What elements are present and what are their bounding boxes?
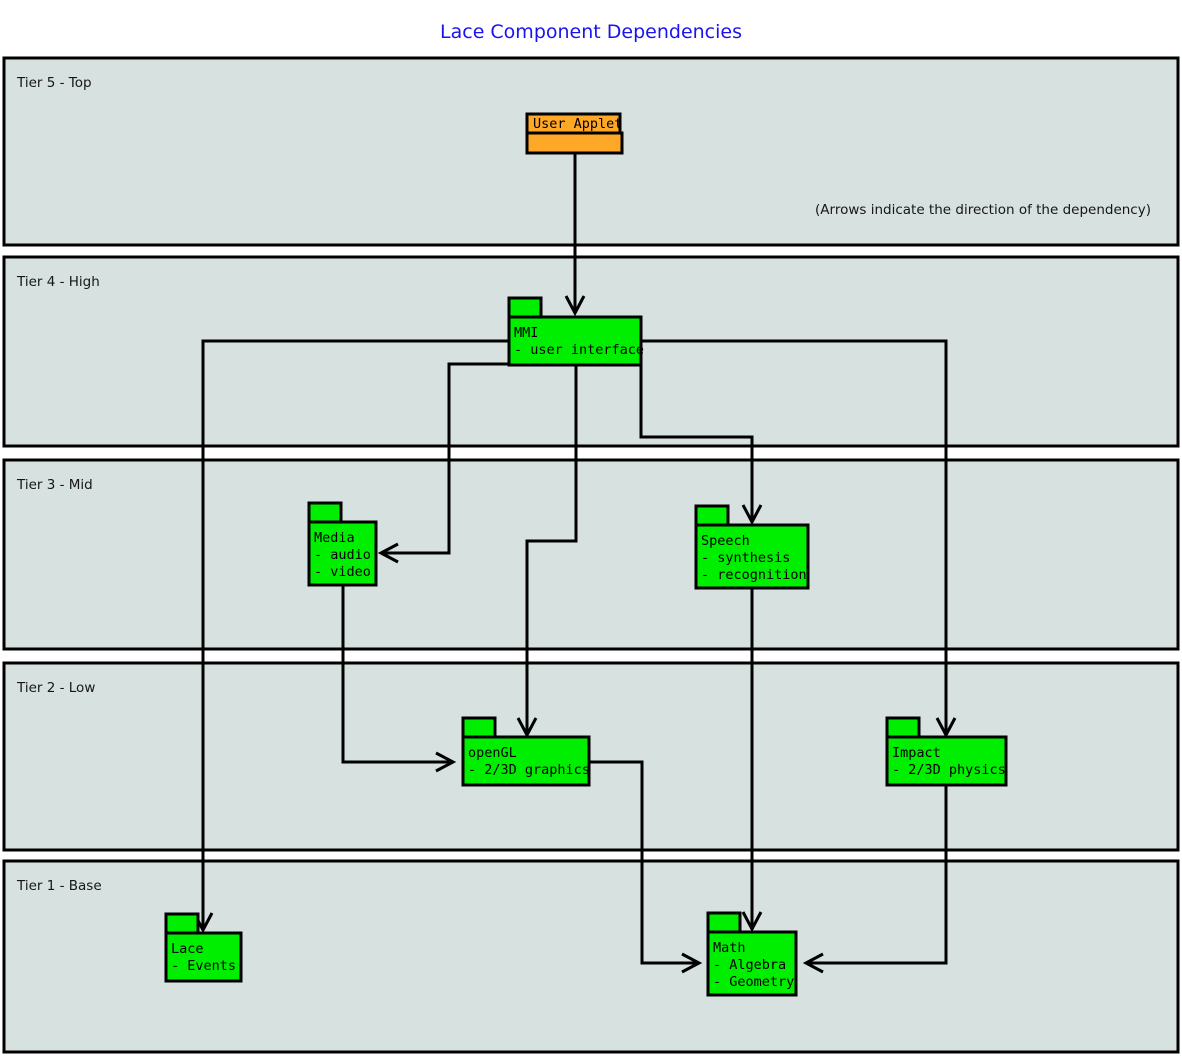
package-body (461, 735, 591, 787)
package-user-applet[interactable]: User Applet (525, 112, 624, 155)
package-body (706, 930, 798, 997)
package-detail-label: - 2/3D physics (892, 762, 1006, 778)
package-math[interactable]: Math- Algebra- Geometry (706, 911, 798, 997)
dependency-line (589, 760, 696, 965)
tier-label: Tier 5 - Top (16, 75, 92, 91)
dependency-line (341, 585, 450, 764)
package-tab (164, 912, 200, 936)
package-opengl[interactable]: openGL- 2/3D graphics (461, 716, 591, 787)
dependency-arrowhead-icon (741, 504, 763, 526)
package-body (525, 131, 624, 155)
package-detail-label: - Algebra (713, 957, 786, 973)
page-title: Lace Component Dependencies (440, 21, 742, 43)
dependency-line (639, 365, 754, 519)
dependency-arrowhead-icon (435, 751, 457, 773)
package-body (307, 520, 378, 587)
tier-container-tier4: Tier 4 - High (2, 255, 1180, 448)
package-body (694, 523, 810, 590)
package-detail-label: - audio (314, 547, 371, 563)
tier-label: Tier 4 - High (16, 274, 100, 290)
package-body (164, 931, 243, 983)
tier-container-tier3: Tier 3 - Mid (2, 458, 1180, 651)
tier-label: Tier 1 - Base (16, 878, 102, 894)
dependency-arrowhead-icon (741, 911, 763, 933)
package-tab (507, 296, 543, 320)
package-impact[interactable]: Impact- 2/3D physics (885, 716, 1008, 787)
package-body (507, 315, 643, 367)
package-name-label: Lace (171, 941, 204, 957)
package-detail-label: - user interface (514, 342, 644, 358)
package-media[interactable]: Media- audio- video (307, 501, 378, 587)
tier-label: Tier 3 - Mid (16, 477, 93, 493)
package-name-label: Impact (892, 745, 941, 761)
dependency-arrowhead-icon (516, 717, 538, 739)
package-name-label: openGL (468, 745, 517, 761)
dependency-arrowhead-icon (377, 542, 399, 564)
package-tab (307, 501, 343, 525)
dependency-mmi-to-opengl (516, 365, 578, 739)
package-name-label: Math (713, 940, 746, 956)
package-detail-label: - synthesis (701, 550, 790, 566)
package-name-label: MMI (514, 325, 538, 341)
package-tab (694, 504, 730, 528)
package-detail-label: - 2/3D graphics (468, 762, 590, 778)
package-tab (461, 716, 497, 740)
arrow-direction-note: (Arrows indicate the direction of the de… (815, 202, 1151, 218)
package-name-label: Media (314, 530, 355, 546)
dependency-applet-to-mmi (564, 153, 586, 317)
package-detail-label: - video (314, 564, 371, 580)
package-speech[interactable]: Speech- synthesis- recognition (694, 504, 810, 590)
package-detail-label: - Geometry (713, 974, 794, 990)
dependency-media-to-opengl (341, 585, 457, 773)
tier-box (2, 458, 1180, 651)
package-tab (885, 716, 921, 740)
dependency-arrowhead-icon (564, 295, 586, 317)
package-body (885, 735, 1008, 787)
dependency-impact-to-math (802, 785, 948, 974)
dependency-mmi-to-impact (641, 339, 957, 739)
dependency-line (525, 365, 578, 732)
package-detail-label: - Events (171, 958, 236, 974)
dependency-mmi-to-speech (639, 365, 763, 526)
dependency-speech-to-math (741, 588, 763, 933)
dependency-line (809, 785, 948, 965)
package-tab (706, 911, 742, 935)
package-detail-label: - recognition (701, 567, 807, 583)
dependency-arrowhead-icon (681, 952, 703, 974)
package-name-label: Speech (701, 533, 750, 549)
dependency-opengl-to-math (589, 760, 703, 974)
dependency-arrowhead-icon (802, 952, 824, 974)
package-lace[interactable]: Lace- Events (164, 912, 243, 983)
package-mmi[interactable]: MMI- user interface (507, 296, 644, 367)
tier-box (2, 255, 1180, 448)
dependency-arrowhead-icon (935, 717, 957, 739)
dependency-line (641, 339, 948, 732)
tier-label: Tier 2 - Low (16, 680, 95, 696)
package-name-label: User Applet (533, 116, 622, 132)
